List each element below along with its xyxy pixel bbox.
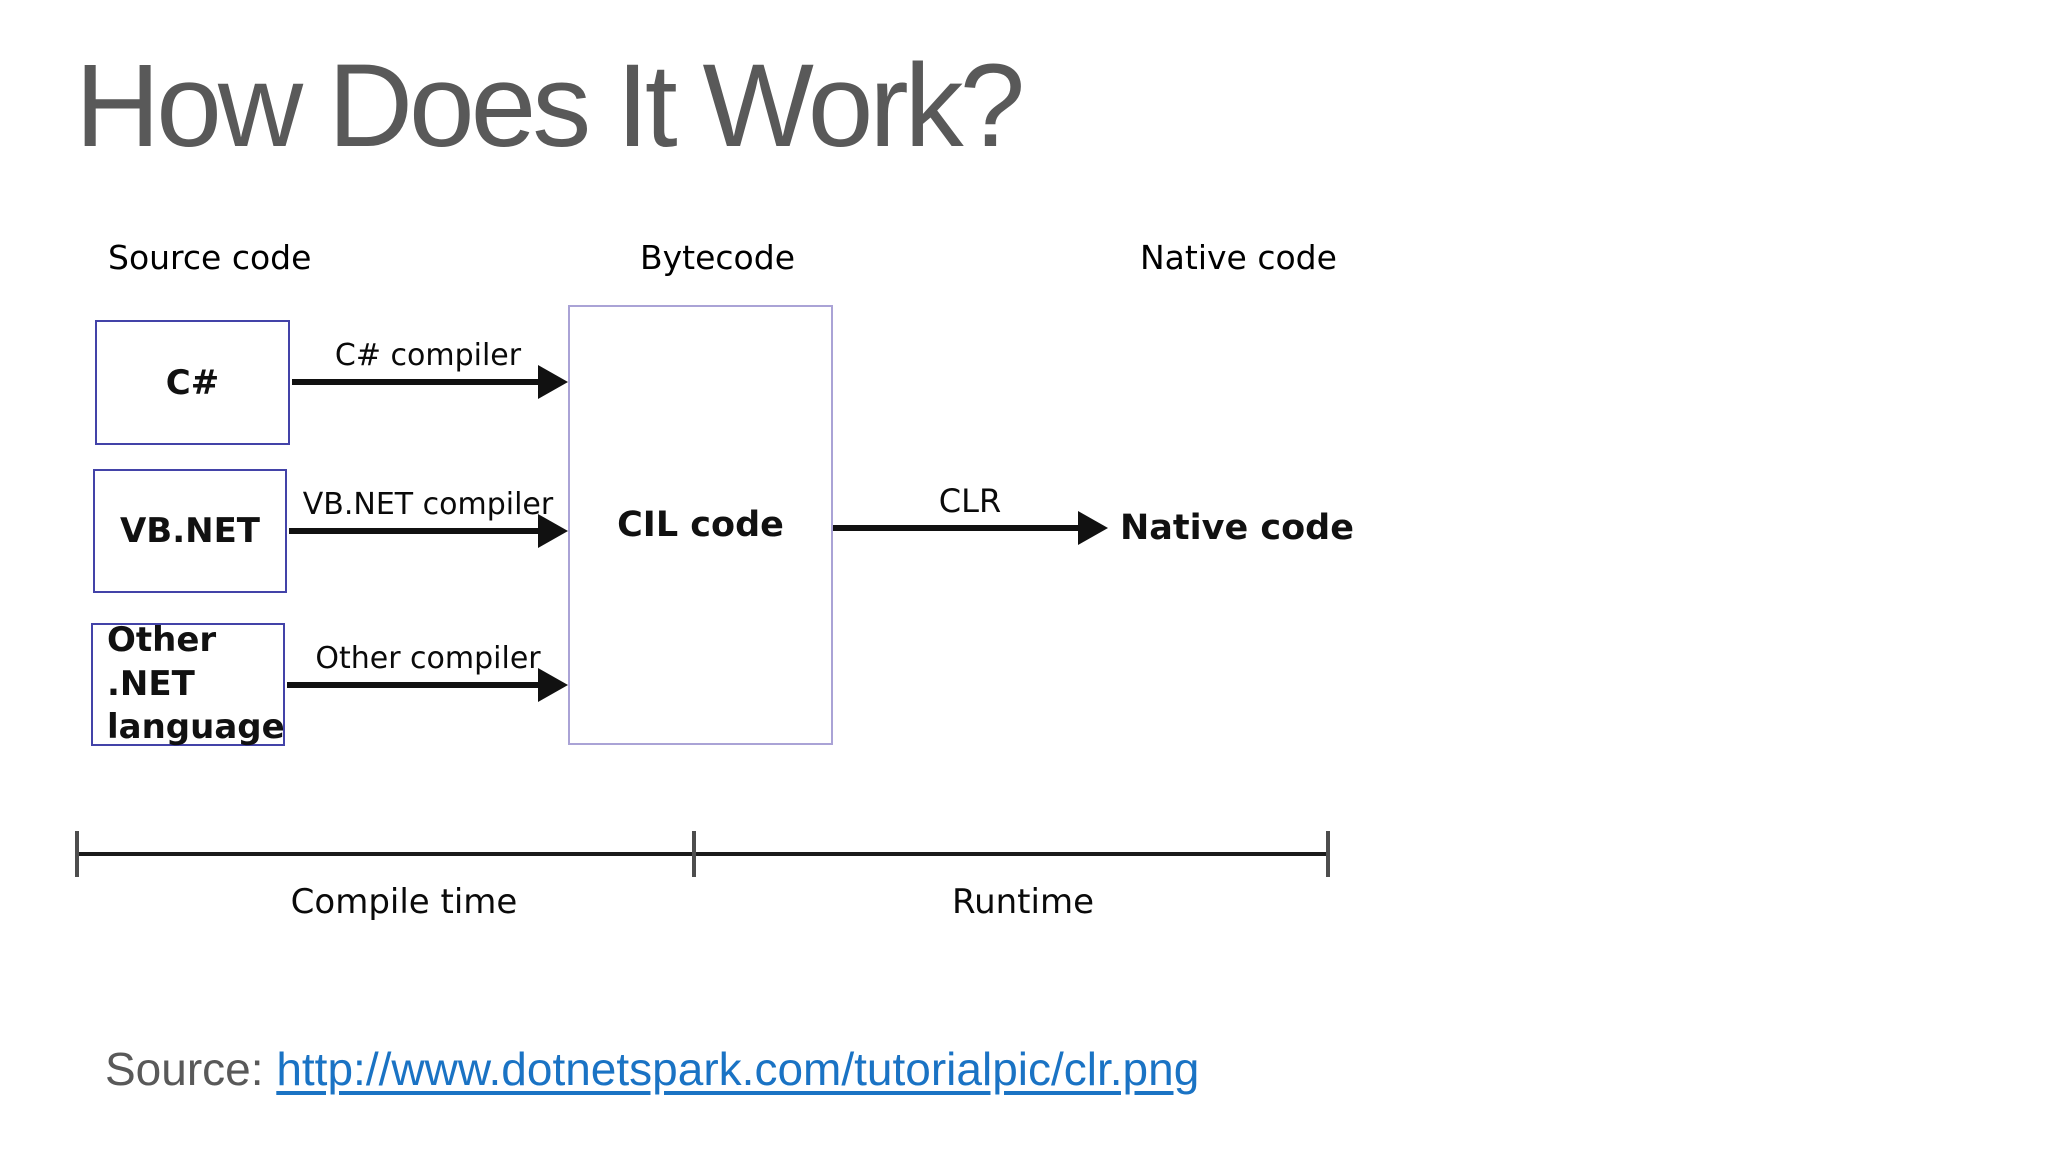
csharp-compiler-label: C# compiler — [334, 338, 522, 373]
native-code-result-label: Native code — [1120, 508, 1354, 548]
cil-code-box: CIL code — [568, 305, 833, 745]
cil-code-box-label: CIL code — [617, 505, 784, 545]
other-net-language-box-label: Other .NET language — [107, 620, 285, 748]
column-header-bytecode: Bytecode — [640, 238, 795, 277]
vbnet-box-label: VB.NET — [119, 511, 261, 551]
other-compiler-arrowhead-icon — [538, 668, 568, 702]
csharp-compiler-arrowhead-icon — [538, 365, 568, 399]
page-title: How Does It Work? — [75, 40, 1025, 172]
source-link[interactable]: http://www.dotnetspark.com/tutorialpic/c… — [276, 1043, 1200, 1095]
timeline-tick-middle — [692, 831, 696, 877]
vbnet-box: VB.NET — [93, 469, 287, 593]
csharp-compiler-arrow — [292, 379, 538, 385]
source-attribution: Source: http://www.dotnetspark.com/tutor… — [105, 1042, 1199, 1096]
clr-arrowhead-icon — [1078, 511, 1108, 545]
csharp-box-label: C# — [165, 362, 220, 403]
vbnet-compiler-arrowhead-icon — [538, 514, 568, 548]
vbnet-compiler-arrow — [289, 528, 538, 534]
vbnet-compiler-label: VB.NET compiler — [302, 487, 554, 522]
clr-label: CLR — [938, 482, 1002, 520]
other-compiler-arrow — [287, 682, 538, 688]
compile-time-label: Compile time — [290, 882, 518, 922]
other-net-language-box: Other .NET language — [91, 620, 285, 747]
runtime-label: Runtime — [951, 882, 1094, 922]
other-compiler-label: Other compiler — [315, 641, 541, 676]
column-header-source-code: Source code — [108, 238, 312, 277]
source-prefix-label: Source: — [105, 1043, 264, 1095]
timeline-tick-left — [75, 831, 79, 877]
column-header-native-code: Native code — [1140, 238, 1337, 277]
timeline-tick-right — [1326, 831, 1330, 877]
timeline-axis — [77, 852, 1328, 856]
csharp-box: C# — [95, 320, 290, 445]
clr-arrow — [833, 525, 1078, 531]
